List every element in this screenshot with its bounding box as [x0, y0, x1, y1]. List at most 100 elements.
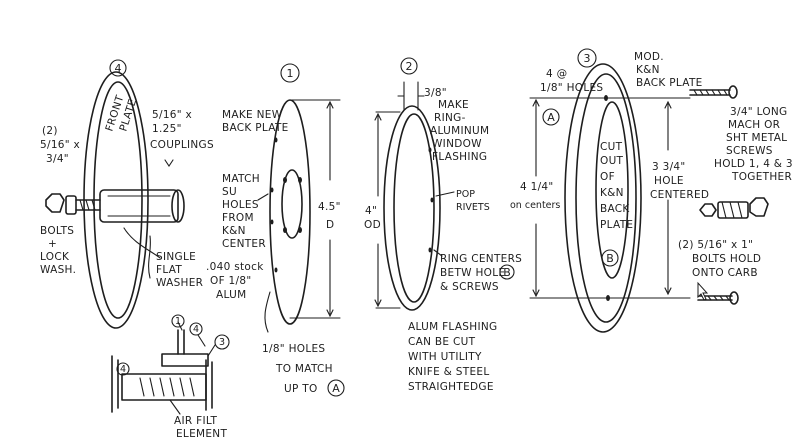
assembly-num-4-circle [189, 322, 203, 336]
kn-plate-rim [575, 73, 637, 323]
bolts-size-2: 3/4" [46, 153, 69, 165]
couplings-length: 1.25" [152, 123, 182, 135]
screws-note-3: SHT METAL [726, 132, 787, 144]
part-3-number: 3 [584, 52, 591, 65]
part-2-number: 2 [406, 60, 413, 73]
mod-back-3: BACK PLATE [636, 77, 703, 89]
back-plate-label: BACK PLATE [222, 122, 289, 134]
ring-make-3: ALUMINUM [430, 125, 489, 137]
material-label-2: OF 1/8" [210, 275, 251, 287]
ref-a-circle [542, 108, 560, 126]
cutout-5: BACK [600, 203, 630, 215]
screws-note-5: HOLD 1, 4 & 3 [714, 158, 793, 170]
flashing-note-2: CAN BE CUT [408, 336, 476, 348]
holes-ref: A [332, 382, 340, 395]
assembly-num-3-circle [214, 334, 230, 350]
washer-label-2: FLAT [156, 264, 182, 276]
part-3-number-circle [577, 48, 597, 68]
back-plate-dim-d: D [326, 219, 334, 231]
bolts-size-1: 5/16" x [40, 139, 80, 151]
material-label-1: .040 stock [206, 261, 264, 273]
flashing-note-3: WITH UTILITY [408, 351, 482, 363]
carb-bolt-head [749, 197, 769, 217]
flashing-note-5: STRAIGHTEDGE [408, 381, 494, 393]
ring-centers-ref: B [503, 266, 511, 279]
washer-label-1: SINGLE [156, 251, 196, 263]
holes-ref-circle [327, 379, 345, 397]
mouse-cursor-icon [697, 281, 709, 301]
mod-back-1: MOD. [634, 51, 664, 63]
bolts-plus: + [48, 238, 57, 250]
match-label-3: HOLES [222, 199, 259, 211]
assembly-num-4b-circle [116, 362, 130, 376]
couplings-size: 5/16" x [152, 109, 192, 121]
cutout-6: PLATE [600, 219, 633, 231]
hole-centered-2: HOLE [654, 175, 684, 187]
element-label: ELEMENT [176, 428, 227, 440]
ring-centers-ref-circle [499, 264, 515, 280]
match-label-4: FROM [222, 212, 254, 224]
mod-back-2: K&N [636, 64, 660, 76]
ring-top-dim: 3/8" [424, 87, 447, 99]
match-label-1: MATCH [222, 173, 260, 185]
back-plate-dim: 4.5" [318, 201, 341, 213]
wash-label: WASH. [40, 264, 76, 276]
assembly-num-3: 3 [219, 337, 225, 348]
screws-note-6: TOGETHER [731, 171, 792, 183]
pop-rivets-1: POP [456, 189, 475, 200]
on-centers-dim: 4 1/4" [520, 181, 554, 193]
couplings-label: COUPLINGS [150, 139, 214, 151]
coupling-body [99, 189, 179, 223]
flashing-note-4: KNIFE & STEEL [408, 366, 489, 378]
part-2-ring: 2 3/8" MAKE RING- ALUMINUM WINDOW FLASHI… [364, 57, 522, 393]
part-1-number-circle [280, 63, 300, 83]
lock-washer [65, 195, 77, 215]
flashing-note-1: ALUM FLASHING [408, 321, 497, 333]
match-label-5: K&N [222, 225, 246, 237]
washer-label-3: WASHER [156, 277, 203, 289]
part-1-back-plate: 1 4.5" D MAKE NEW BACK PLATE MATCH SU HO… [206, 63, 345, 397]
make-new-label: MAKE NEW [222, 109, 283, 121]
ring-make-4: WINDOW [432, 138, 482, 150]
screws-note-1: 3/4" LONG [730, 106, 788, 118]
on-centers-label: on centers [510, 200, 560, 211]
hole-centered-1: 3 3/4" [652, 161, 686, 173]
ring-od-2: OD [364, 219, 381, 231]
ring-inner [393, 113, 435, 303]
carb-bolts-2: BOLTS HOLD [692, 253, 761, 265]
kn-plate-cutout [595, 101, 629, 279]
top-screw-head [728, 85, 738, 99]
pop-rivets-2: RIVETS [456, 202, 490, 213]
ring-centers-2: BETW HOLE [440, 267, 505, 279]
bolts-label: BOLTS [40, 225, 74, 237]
bolt-head [45, 193, 65, 213]
carb-bolts-3: ONTO CARB [692, 267, 758, 279]
kn-plate-outer [564, 63, 642, 333]
holes-label-2: TO MATCH [275, 363, 333, 375]
part-3-kn-back-plate: 3 4 @ 1/8" HOLES A 4 1 [510, 48, 793, 333]
ring-make-5: FLASHING [432, 151, 487, 163]
part-4-front-plate: 4 FRONT PLATE 5/16" x 1.25" COUPLINGS (2… [40, 59, 214, 329]
ref-b-circle [601, 249, 619, 267]
ring-centers-1: RING CENTERS [440, 253, 522, 265]
carb-washer-stack [717, 201, 749, 219]
bolts-count: (2) [42, 125, 58, 137]
bottom-screw-head [729, 291, 739, 305]
holes-spec-1: 4 @ [546, 68, 567, 80]
screws-note-2: MACH OR [728, 119, 780, 131]
part-2-number-circle [400, 57, 418, 75]
ref-a: A [547, 111, 555, 124]
coupling-end [171, 189, 185, 223]
ring-centers-3: & SCREWS [440, 281, 499, 293]
holes-label-3: UP TO [284, 383, 318, 395]
ring-make-1: MAKE [438, 99, 469, 111]
match-label-6: CENTER [222, 238, 266, 250]
assembly-coupling [161, 353, 209, 367]
back-plate-center-hole [281, 169, 303, 239]
part-1-number: 1 [287, 67, 294, 80]
ring-outer [383, 105, 441, 311]
holes-label-1: 1/8" HOLES [262, 343, 325, 355]
carb-bolts-1: (2) 5/16" x 1" [678, 239, 753, 251]
